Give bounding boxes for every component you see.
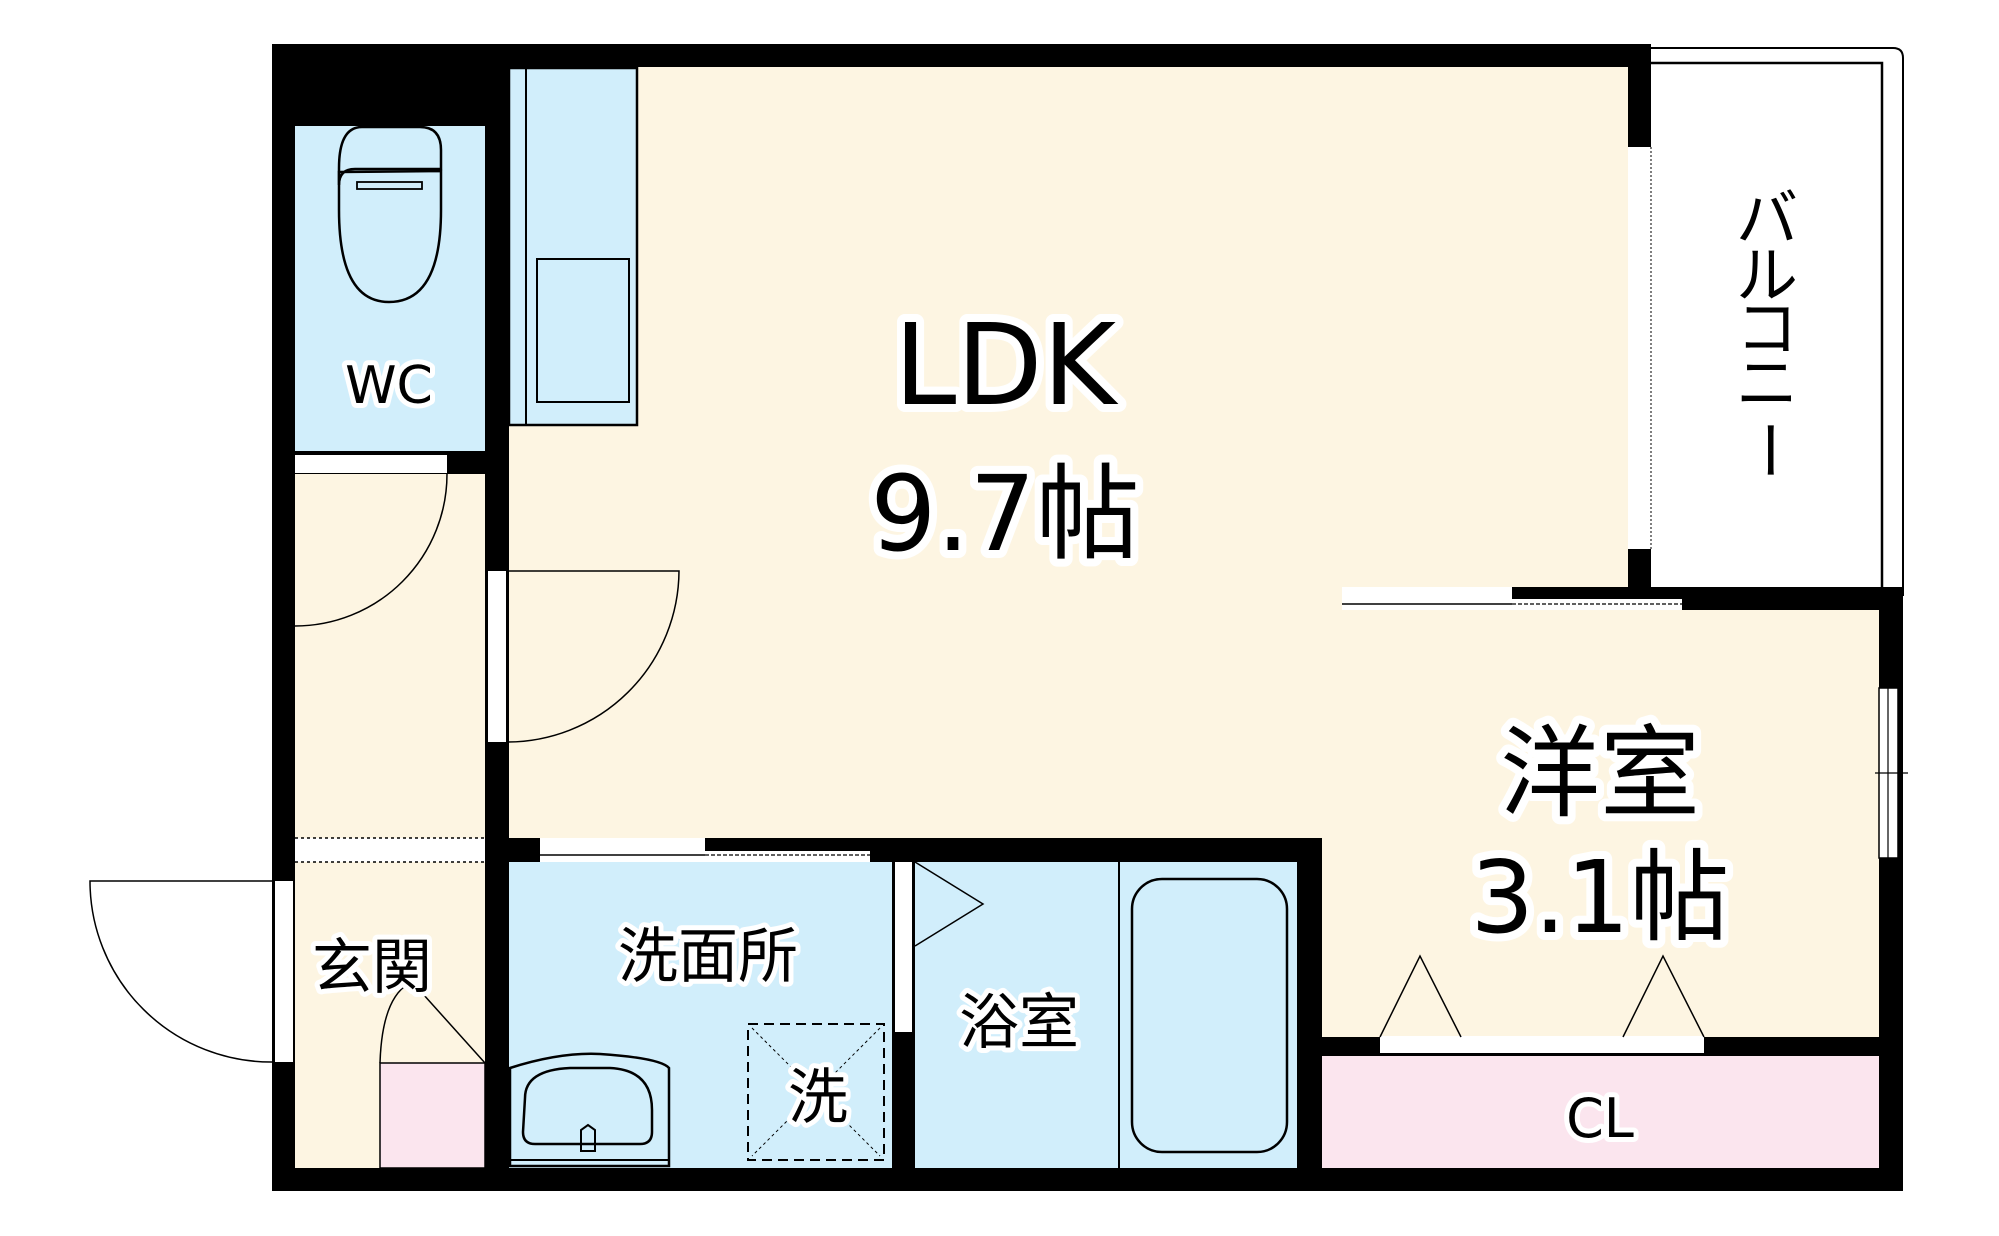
entrance-label: 玄関: [312, 933, 432, 1003]
closet-label: CL: [1566, 1087, 1634, 1150]
bathroom-label: 浴室: [959, 988, 1079, 1058]
western-room-size: 3.1帖: [1470, 839, 1729, 956]
closet-floor: [1322, 1056, 1879, 1168]
svg-text:ー: ー: [1732, 419, 1805, 481]
door-swings: [89, 473, 1705, 1064]
washroom-label: 洗面所: [618, 922, 798, 992]
ldk-size: 9.7帖: [870, 453, 1139, 575]
bathtub-icon: [1118, 862, 1289, 1168]
balcony: [1651, 47, 1904, 596]
hallway-floor: [295, 474, 485, 1168]
balcony-label: バ ル コ ニ ー: [1732, 182, 1805, 481]
ldk-label: LDK: [894, 301, 1119, 431]
kitchen-counter-icon: [507, 66, 639, 427]
washing-machine-space-icon: [747, 1023, 885, 1161]
fixtures: [337, 66, 1289, 1168]
wc-floor: [295, 126, 485, 451]
openings: [275, 147, 1908, 1062]
wc-label: WC: [345, 356, 433, 416]
washer-label: 洗: [788, 1063, 848, 1133]
sink-icon: [508, 1052, 671, 1168]
door-swing-icon: [89, 880, 273, 1063]
washroom-floor: [509, 862, 892, 1168]
folding-door-icon: [1380, 1036, 1704, 1053]
toilet-icon: [337, 125, 443, 304]
bathroom-floor: [915, 862, 1297, 1168]
room-labels: LDK 9.7帖 洋室 3.1帖 WC 玄関 洗面所 洗 浴室 CL バ ル コ…: [307, 182, 1805, 1155]
door-swing-icon: [505, 570, 680, 743]
svg-text:ル: ル: [1736, 239, 1798, 312]
western-room-label: 洋室: [1500, 715, 1700, 832]
window-icon: [1628, 147, 1651, 549]
svg-text:コ: コ: [1736, 292, 1798, 365]
shoe-closet: [379, 1062, 486, 1169]
floors: [295, 67, 1879, 1169]
svg-text:バ: バ: [1736, 182, 1798, 255]
svg-text:ニ: ニ: [1736, 347, 1798, 420]
